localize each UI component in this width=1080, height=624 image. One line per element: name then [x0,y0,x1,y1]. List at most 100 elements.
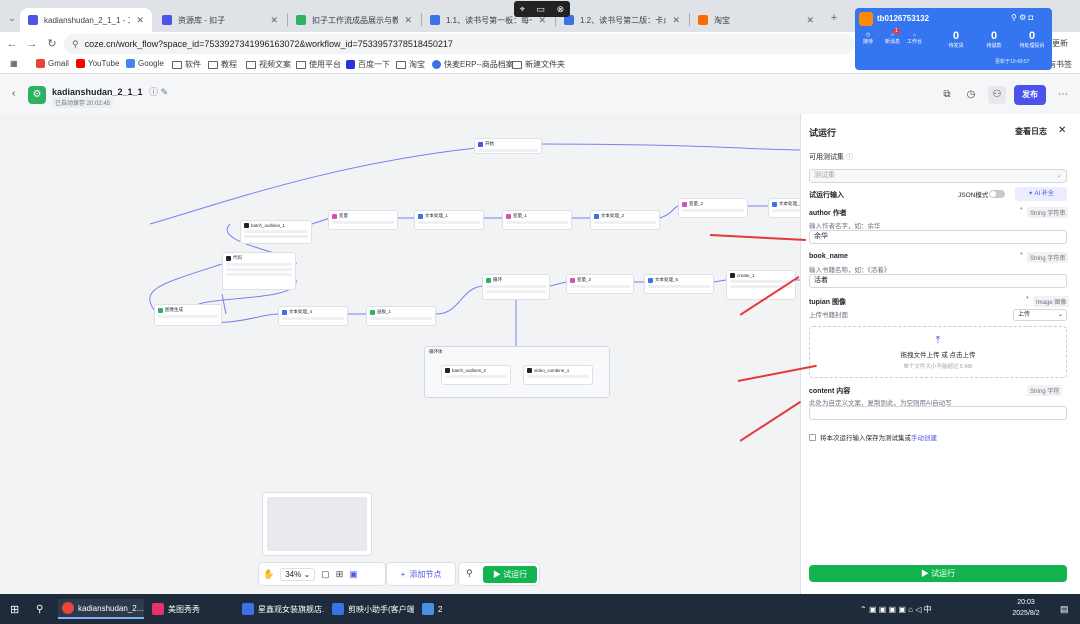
bookmark-erp[interactable]: 快麦ERP--商品档案 [432,59,514,70]
tray-app-icon[interactable]: ▣ [898,604,906,614]
file-upload-dropzone[interactable]: ⤒ 拖拽文件上传 或 点击上传 单个文件大小不能超过 5 MB [809,326,1067,378]
shield-icon[interactable]: ◘ [1028,13,1034,22]
json-mode-toggle[interactable] [989,190,1005,198]
tab-reading-v2[interactable]: 1.2、读书号第二版：卡点书单 ✕ [556,8,688,32]
volume-icon[interactable]: ◁ [915,604,922,614]
zoom-select[interactable]: 34% ⌄ [280,567,316,581]
workflow-node[interactable]: 文本处理_3 [768,198,808,218]
manual-create-link[interactable]: 手动创建 [911,435,937,442]
back-icon[interactable]: ← [6,38,18,50]
tab-reading-v1[interactable]: 1.1、读书号第一板：每一天有 ✕ [422,8,554,32]
tray-app-icon[interactable]: ▣ [888,604,897,614]
comment-icon[interactable]: ▢ [321,568,330,579]
workflow-node[interactable]: 画板_1 [366,306,436,326]
close-icon[interactable]: ✕ [806,14,814,25]
workflow-node[interactable]: 开始 [474,138,542,154]
close-icon[interactable]: ✕ [404,14,412,25]
more-icon[interactable]: ⋯ [1058,89,1068,100]
edit-icon[interactable]: ✎ [160,87,169,97]
bookmark-new-folder[interactable]: 新建文件夹 [512,59,565,70]
workflow-node[interactable]: 变量_1 [502,210,572,230]
taskbar-item-meitu[interactable]: 美图秀秀 [148,599,234,619]
workflow-node[interactable]: video_combine_1 [523,365,593,385]
bookmark-video-copy[interactable]: 视频文案 [246,59,291,70]
workflow-node[interactable]: create_1 [726,270,796,300]
workflow-node[interactable]: 变量 [328,210,398,230]
screen-icon[interactable]: ▭ [536,3,545,14]
minimap[interactable] [262,492,372,556]
collaborator-icon[interactable]: ⚇ [988,86,1006,104]
bookmark-taobao[interactable]: 淘宝 [396,59,425,70]
tab-taobao[interactable]: 淘宝 ✕ [690,8,822,32]
close-icon[interactable]: ✕ [270,14,278,25]
settings-icon[interactable]: ⚙ [1019,13,1027,22]
tab-workflow[interactable]: kadianshudan_2_1_1 - 工作流 ✕ [20,8,152,32]
workflow-canvas[interactable]: 开始 batch_outlines_1 变量 文本处理_1 变量_1 文本处理_… [0,114,808,594]
book-name-input[interactable]: 活着 [809,274,1067,288]
back-chevron-icon[interactable]: ‹ [12,88,16,99]
cursor-icon[interactable]: ⌖ [519,3,525,14]
tab-list-icon[interactable]: ⌄ [8,13,16,23]
loop-body-container[interactable]: 循环体 batch_outlines_2 video_combine_1 [424,346,610,398]
popup-icon-workbench[interactable]: ⌂工作台 [907,32,922,45]
search-icon[interactable]: ⚲ [1011,13,1017,22]
update-button[interactable]: 更新 [1052,39,1068,48]
close-icon[interactable]: ✕ [1058,125,1067,136]
ai-fill-button[interactable]: ✦ AI 补全 [1015,187,1067,201]
workflow-node[interactable]: 文本处理_5 [644,274,714,294]
new-tab-icon[interactable]: + [830,12,838,24]
history-icon[interactable]: ◷ [966,89,976,100]
close-icon[interactable]: ✕ [136,14,144,25]
copy-icon[interactable]: ⧉ [943,89,951,100]
taskbar-item-jianying[interactable]: 剪映小助手(客户端) [328,599,414,619]
search-icon[interactable]: ⚲ [36,603,44,615]
workflow-node[interactable]: 循环 [482,274,550,300]
workflow-node[interactable]: 变量_2 [678,198,748,218]
view-log-link[interactable]: 查看日志 [1015,127,1047,136]
popup-icon-reception[interactable]: ◷接待 [863,32,873,45]
workflow-node[interactable]: 变量_3 [566,274,634,294]
close-circle-icon[interactable]: ⊗ [556,3,565,14]
run-button[interactable]: ▶ 试运行 [809,565,1067,582]
workflow-node[interactable]: 代码 [222,252,296,290]
close-icon[interactable]: ✕ [672,14,680,25]
tray-app-icon[interactable]: ▣ [868,604,877,614]
bookmark-software[interactable]: 软件 [172,59,201,70]
info-icon[interactable]: ⓘ [149,87,159,97]
workflow-node[interactable]: 文本处理_1 [414,210,484,230]
canvas-run-button[interactable]: ▶ 试运行 [483,566,537,583]
content-input[interactable] [809,406,1067,420]
taskbar-item-chrome[interactable]: kadianshudan_2... [58,599,144,619]
address-bar[interactable]: ⚲ coze.cn/work_flow?space_id=75339273419… [64,34,854,54]
taskbar-item-shop[interactable]: 星鑫观女装旗舰店... [238,599,324,619]
other-bookmarks[interactable]: 有书签 [1048,60,1072,69]
info-icon[interactable]: ⓘ [845,154,853,161]
workflow-node[interactable]: 文本处理_4 [278,306,348,326]
site-info-icon[interactable]: ⚲ [72,38,79,49]
minimap-toggle-icon[interactable]: ▣ [349,568,358,579]
apps-grid-icon[interactable]: ▦ [10,59,18,68]
debug-icon[interactable]: ⚲ [466,568,473,578]
workflow-node[interactable]: batch_outlines_2 [441,365,511,385]
notification-icon[interactable]: ▤ [1060,603,1069,614]
bookmark-youtube[interactable]: YouTube [76,59,119,68]
network-icon[interactable]: ⌂ [908,604,913,614]
taskbar-item-explorer[interactable]: 2 [418,599,458,619]
add-node-button[interactable]: + 添加节点 [386,562,456,586]
bookmark-tutorials[interactable]: 教程 [208,59,237,70]
tab-feishu-doc[interactable]: 扣子工作流成品展示与教程 - 飞 ✕ [288,8,420,32]
publish-button[interactable]: 发布 [1014,85,1046,105]
testset-select[interactable]: 测试集⌄ [809,169,1067,183]
reload-icon[interactable]: ↻ [47,38,57,50]
bookmark-gmail[interactable]: Gmail [36,59,69,68]
bookmark-baidu[interactable]: 百度一下 [346,59,390,70]
forward-icon[interactable]: → [26,38,38,50]
system-clock[interactable]: 20:03 2025/8/2 [1004,597,1048,619]
workflow-node[interactable]: 图像生成 [154,304,222,326]
upload-method-select[interactable]: 上传⌄ [1013,309,1067,321]
ime-indicator[interactable]: 中 [923,604,932,614]
